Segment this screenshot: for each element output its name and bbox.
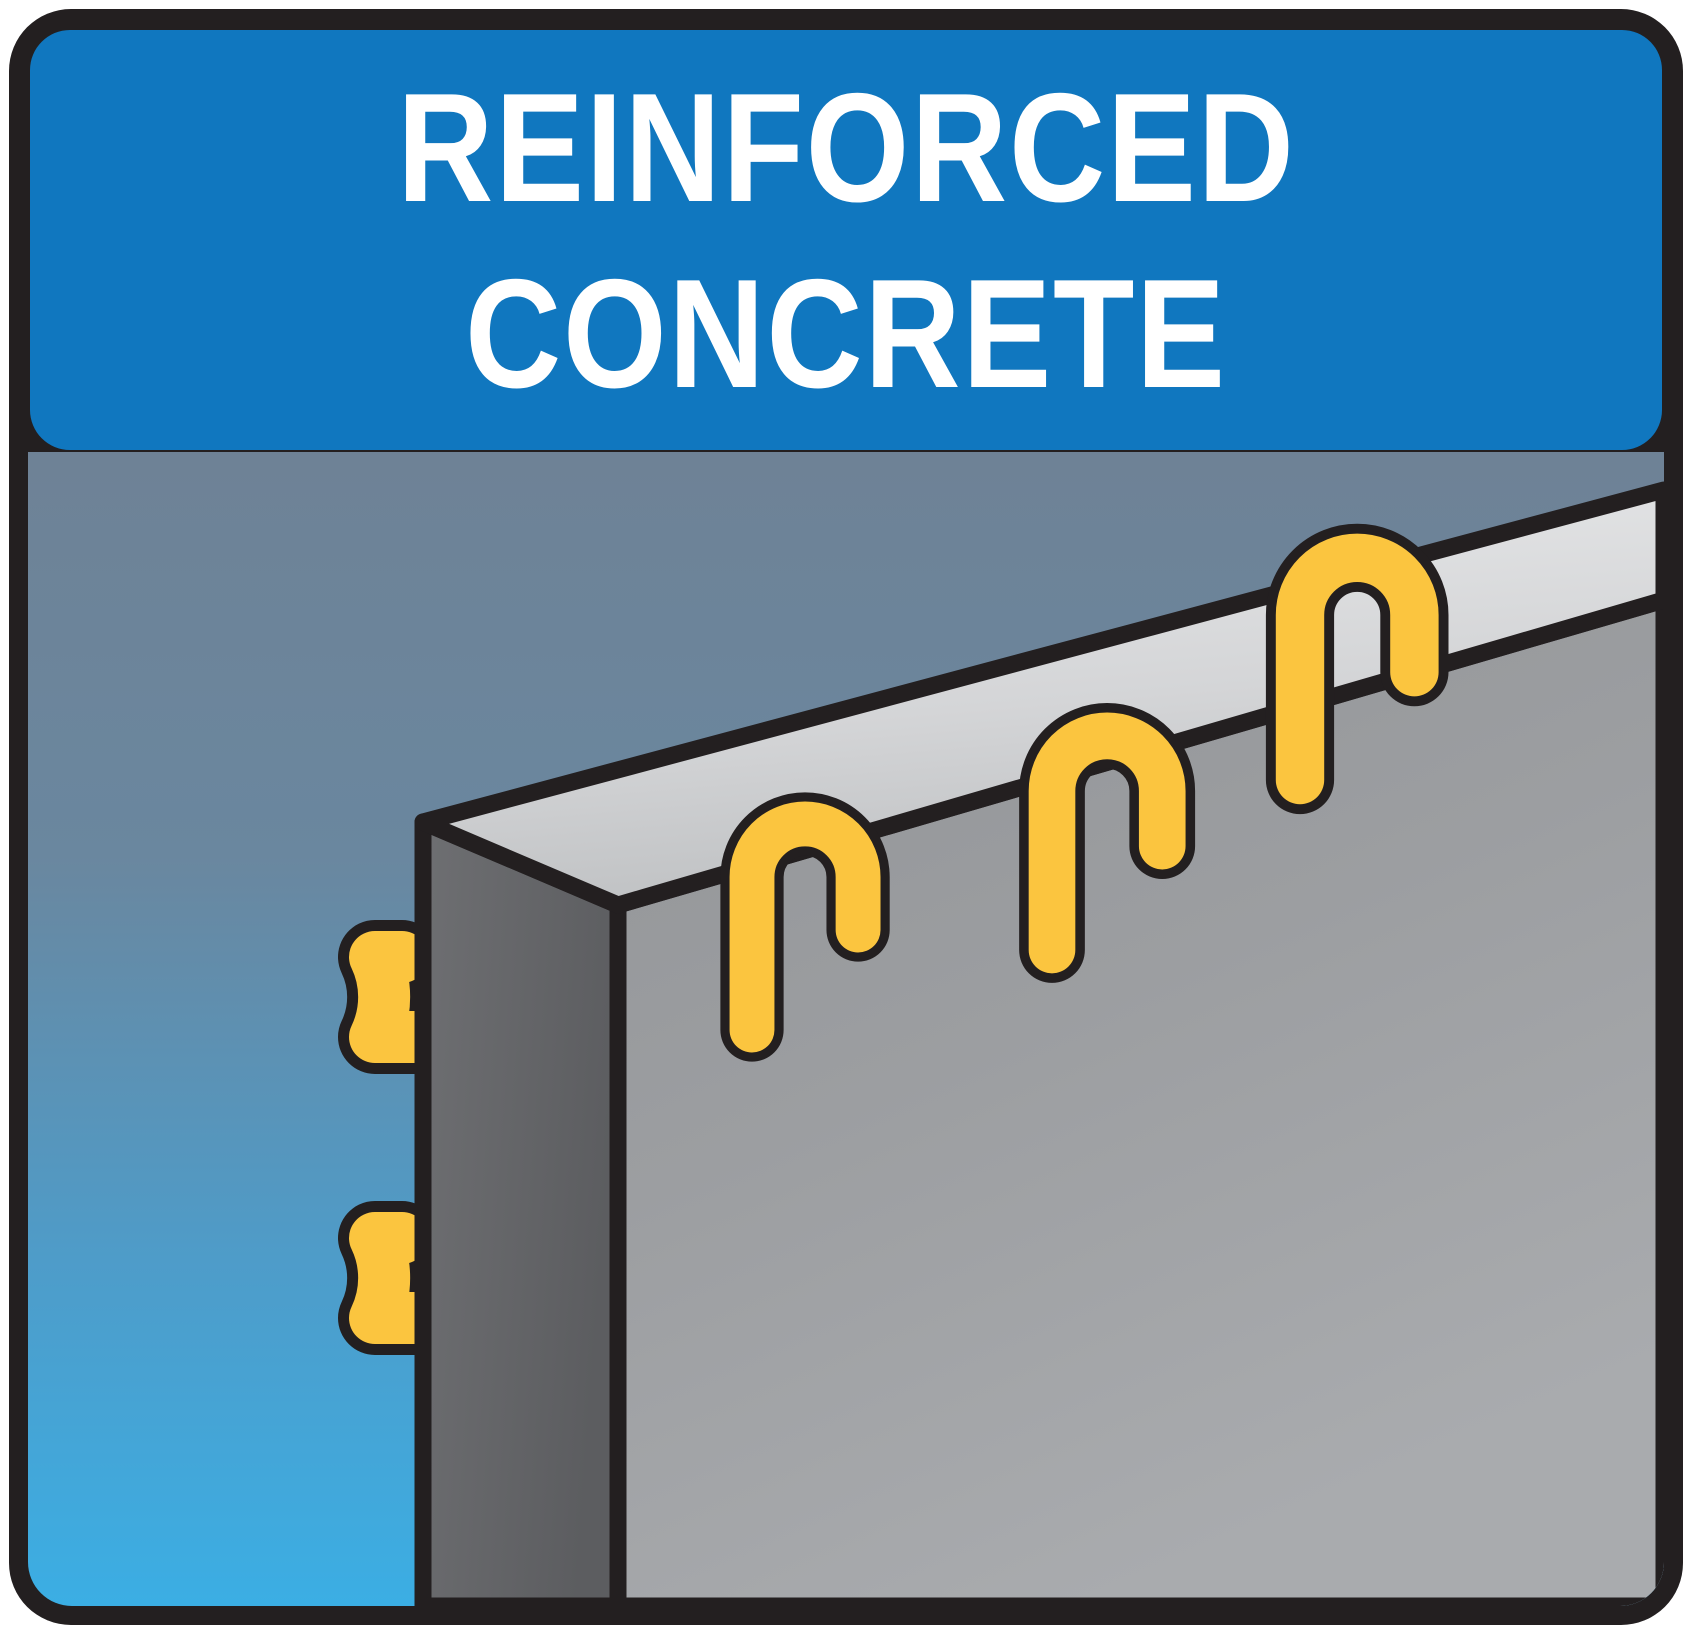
scene-body <box>28 452 1664 1606</box>
side-rebar-hook-2 <box>338 1201 585 1355</box>
wall-top-face <box>414 481 1664 914</box>
side-rebar-group <box>338 920 585 1355</box>
title-banner-background <box>30 30 1662 450</box>
title-banner <box>30 30 1662 450</box>
side-rebar-hook-1 <box>338 920 585 1074</box>
wall-side-face <box>414 813 627 1606</box>
